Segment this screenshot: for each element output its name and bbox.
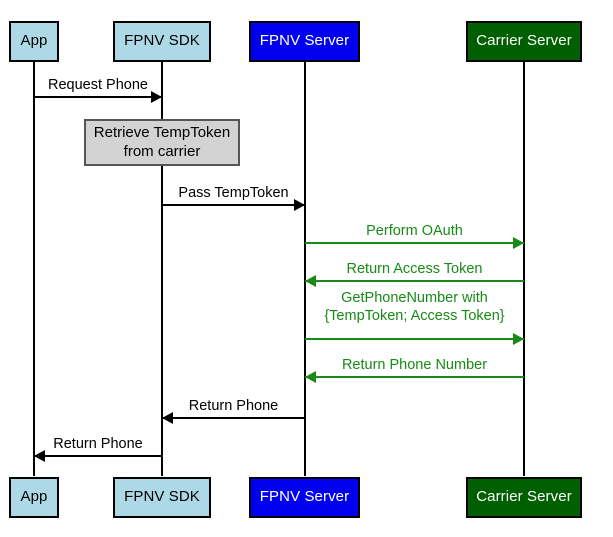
- message-arrowhead-return-phone-sdk: [162, 412, 173, 424]
- message-arrowhead-return-phone-app: [34, 450, 45, 462]
- message-line-request-phone: [34, 96, 162, 98]
- message-line-return-phone-app: [34, 455, 162, 457]
- participant-sdk-top[interactable]: FPNV SDK: [113, 21, 211, 62]
- message-label-request-phone: Request Phone: [48, 77, 148, 93]
- lifeline-sdk: [161, 62, 163, 476]
- message-label-return-phone-app: Return Phone: [53, 436, 143, 452]
- message-arrowhead-return-access-token: [305, 275, 316, 287]
- message-label-pass-temptoken: Pass TempToken: [178, 185, 289, 201]
- participant-server-bottom-label: FPNV Server: [259, 488, 350, 506]
- message-label-get-phone-number: GetPhoneNumber with {TempToken; Access T…: [305, 290, 524, 325]
- message-arrowhead-return-phone-number: [305, 371, 316, 383]
- message-line-perform-oauth: [305, 242, 524, 244]
- participant-carrier-bottom-label: Carrier Server: [476, 488, 572, 506]
- message-label-perform-oauth: Perform OAuth: [366, 223, 463, 239]
- message-arrowhead-get-phone-number: [513, 333, 524, 345]
- participant-app-top-label: App: [20, 32, 48, 50]
- message-label-get-phone-number-line-1: GetPhoneNumber with: [341, 290, 488, 306]
- participant-server-top[interactable]: FPNV Server: [249, 21, 360, 62]
- participant-sdk-top-label: FPNV SDK: [124, 32, 200, 50]
- participant-sdk-bottom-label: FPNV SDK: [124, 488, 200, 506]
- message-label-return-phone-number: Return Phone Number: [341, 357, 488, 373]
- message-arrowhead-request-phone: [151, 91, 162, 103]
- participant-carrier-bottom[interactable]: Carrier Server: [466, 477, 582, 518]
- message-arrowhead-pass-temptoken: [294, 199, 305, 211]
- participant-app-bottom-label: App: [20, 488, 48, 506]
- participant-server-bottom[interactable]: FPNV Server: [249, 477, 360, 518]
- lifeline-server: [304, 62, 306, 476]
- message-line-return-phone-sdk: [162, 417, 305, 419]
- message-line-return-access-token: [305, 280, 524, 282]
- participant-app-bottom[interactable]: App: [9, 477, 59, 518]
- message-label-return-phone-sdk: Return Phone: [188, 398, 279, 414]
- participant-app-top[interactable]: App: [9, 21, 59, 62]
- participant-carrier-top[interactable]: Carrier Server: [466, 21, 582, 62]
- lifeline-carrier: [523, 62, 525, 476]
- note-line-2: from carrier: [123, 142, 201, 160]
- message-line-return-phone-number: [305, 376, 524, 378]
- message-arrowhead-perform-oauth: [513, 237, 524, 249]
- message-label-get-phone-number-line-2: {TempToken; Access Token}: [324, 307, 505, 324]
- lifeline-app: [33, 62, 35, 476]
- note-retrieve-temptoken: Retrieve TempToken from carrier: [84, 119, 240, 166]
- participant-sdk-bottom[interactable]: FPNV SDK: [113, 477, 211, 518]
- participant-carrier-top-label: Carrier Server: [476, 32, 572, 50]
- note-line-1: Retrieve TempToken: [93, 123, 231, 141]
- participant-server-top-label: FPNV Server: [259, 32, 350, 50]
- message-label-return-access-token: Return Access Token: [346, 261, 483, 277]
- message-line-get-phone-number: [305, 338, 524, 340]
- message-line-pass-temptoken: [162, 204, 305, 206]
